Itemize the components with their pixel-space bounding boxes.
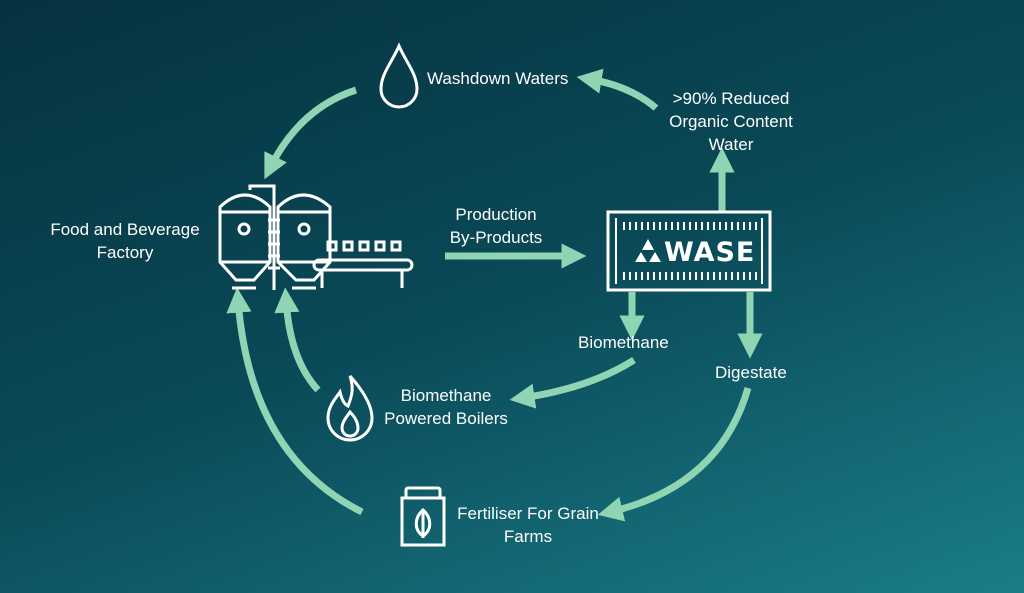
arrow-biomethane-to-boilers [509,357,636,409]
arrow-boilers-to-factory [274,287,321,393]
production-byproducts-line-2: By-Products [449,228,543,247]
factory-label: Food and Beverage Factory [40,218,210,264]
fertiliser-line-1: Fertiliser For Grain [457,504,599,523]
fertiliser-label: Fertiliser For Grain Farms [448,502,608,548]
arrow-digestate-to-fertiliser [597,387,752,522]
digestate-label: Digestate [715,363,787,382]
biomethane-boilers-label: Biomethane Powered Boilers [376,384,516,430]
reduced-water-line-2: Organic Content [669,112,793,131]
reduced-water-line-1: >90% Reduced [672,89,790,108]
reduced-water-label: >90% Reduced Organic Content Water [648,87,814,156]
flame-icon [326,375,374,442]
reduced-water-line-3: Water [708,135,754,154]
wase-container-icon: WASE [606,210,772,292]
fertiliser-line-2: Farms [503,527,553,546]
wase-logo-mark [635,239,661,262]
arrows [226,68,763,522]
arrow-washdown-to-factory [264,86,358,180]
biomethane-boilers-line-2: Powered Boilers [384,409,508,428]
arrow-fertiliser-to-factory [226,287,364,516]
washdown-waters-label: Washdown Waters [427,69,569,88]
wase-brand-text: WASE [664,237,755,268]
factory-icon [218,184,414,290]
biomethane-boilers-line-1: Biomethane [400,386,492,405]
production-byproducts-label: Production By-Products [434,203,558,249]
factory-label-line-1: Food and Beverage [50,220,200,239]
factory-label-line-2: Factory [96,243,154,262]
biomethane-label: Biomethane [578,333,669,352]
production-byproducts-line-1: Production [455,205,537,224]
fertiliser-jar-icon [400,486,446,547]
water-drop-icon [379,42,419,109]
arrow-reduced-water-to-washdown [576,68,659,111]
